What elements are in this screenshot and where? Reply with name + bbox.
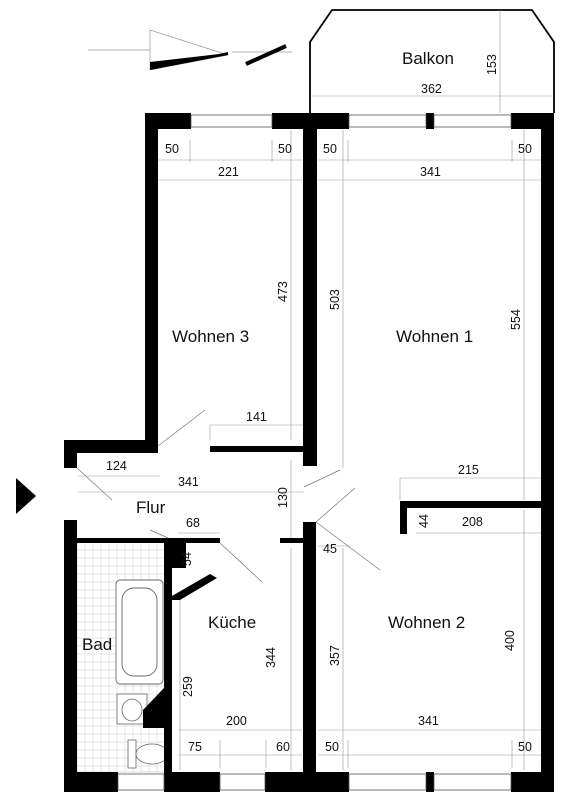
dim-w3-length: 473 xyxy=(276,281,290,302)
dim-flur-width: 341 xyxy=(178,475,199,489)
dim-balkon-depth: 153 xyxy=(485,54,499,75)
toilet-icon xyxy=(127,739,169,769)
dim-niche-height: 54 xyxy=(180,552,194,566)
dim-w3-width: 221 xyxy=(218,165,239,179)
balcony-outline xyxy=(309,9,555,113)
dim-step-44: 44 xyxy=(417,514,431,528)
room-label-wohnen3: Wohnen 3 xyxy=(172,327,249,346)
bathtub-icon xyxy=(115,579,164,685)
dim-kueche-width: 200 xyxy=(226,714,247,728)
dim-w3-window-right: 50 xyxy=(278,142,292,156)
room-label-kueche: Küche xyxy=(208,613,256,632)
dim-flur-kitchen: 68 xyxy=(186,516,200,530)
room-label-bad: Bad xyxy=(82,635,112,654)
dim-w1-depth-left: 503 xyxy=(328,289,342,310)
door-swings xyxy=(76,409,381,583)
dim-w1-lower: 215 xyxy=(458,463,479,477)
dim-w1-depth-right: 554 xyxy=(509,309,523,330)
dimension-lines xyxy=(78,130,542,770)
room-label-flur: Flur xyxy=(136,498,166,517)
dim-w2-left: 357 xyxy=(328,645,342,666)
dim-w3-door: 141 xyxy=(246,410,267,424)
entrance-arrow-icon xyxy=(16,478,36,514)
dim-flur-left: 124 xyxy=(106,459,127,473)
room-label-wohnen2: Wohnen 2 xyxy=(388,613,465,632)
dim-w1-window-right: 50 xyxy=(518,142,532,156)
north-arrow-icon xyxy=(88,29,292,71)
dim-kueche-window-left: 75 xyxy=(188,740,202,754)
dim-w1-width: 341 xyxy=(420,165,441,179)
dim-w2-corner: 45 xyxy=(323,542,337,556)
dim-w2-window-right: 50 xyxy=(518,740,532,754)
walls xyxy=(64,113,554,792)
sink-icon xyxy=(116,693,148,725)
dim-w2-window-left: 50 xyxy=(325,740,339,754)
windows xyxy=(117,114,512,791)
dim-w2-width: 341 xyxy=(418,714,439,728)
room-label-wohnen1: Wohnen 1 xyxy=(396,327,473,346)
dim-w2-upper: 208 xyxy=(462,515,483,529)
dim-flur-depth: 130 xyxy=(276,487,290,508)
room-label-balkon: Balkon xyxy=(402,49,454,68)
dim-w2-right: 400 xyxy=(503,630,517,651)
dim-balkon-width: 362 xyxy=(421,82,442,96)
dim-bad-length: 259 xyxy=(181,676,195,697)
dim-w3-window-left: 50 xyxy=(165,142,179,156)
dim-kueche-window-right: 60 xyxy=(276,740,290,754)
dim-w1-window-left: 50 xyxy=(323,142,337,156)
dim-kueche-length: 344 xyxy=(264,647,278,668)
